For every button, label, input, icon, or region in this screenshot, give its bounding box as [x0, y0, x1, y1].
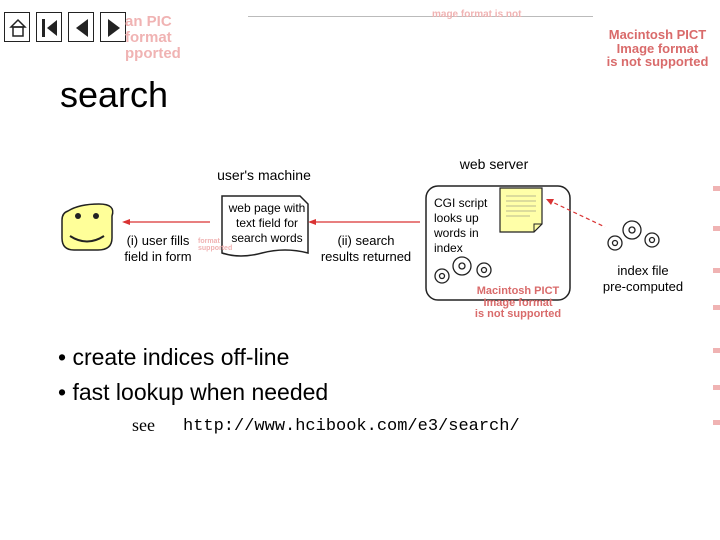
- right-edge-markers: [713, 186, 720, 425]
- faded-page-text: format supported: [198, 238, 232, 253]
- bullet-list: • create indices off-line • fast lookup …: [58, 340, 328, 410]
- index-gears: [608, 221, 659, 250]
- web-page-label: web page with text field for search word…: [222, 201, 312, 246]
- index-document: [500, 188, 542, 232]
- search-results-label: (ii) search results returned: [312, 233, 420, 266]
- see-label: see: [132, 415, 155, 436]
- cgi-script-label: CGI script looks up words in index: [434, 196, 498, 256]
- reference-url-link[interactable]: http://www.hcibook.com/e3/search/: [183, 417, 520, 436]
- user-fills-label: (i) user fills field in form: [112, 233, 204, 266]
- smiley-face: [62, 204, 113, 250]
- index-file-label: index file pre-computed: [594, 263, 692, 296]
- bullet-item: • fast lookup when needed: [58, 375, 328, 410]
- arrow-user-fills: [122, 219, 210, 225]
- users-machine-label: user's machine: [200, 167, 328, 185]
- bullet-item: • create indices off-line: [58, 340, 328, 375]
- arrow-search-results: [308, 219, 420, 225]
- unsupported-image-placeholder-server: Macintosh PICT Image format is not suppo…: [458, 286, 578, 321]
- web-server-label: web server: [442, 156, 546, 174]
